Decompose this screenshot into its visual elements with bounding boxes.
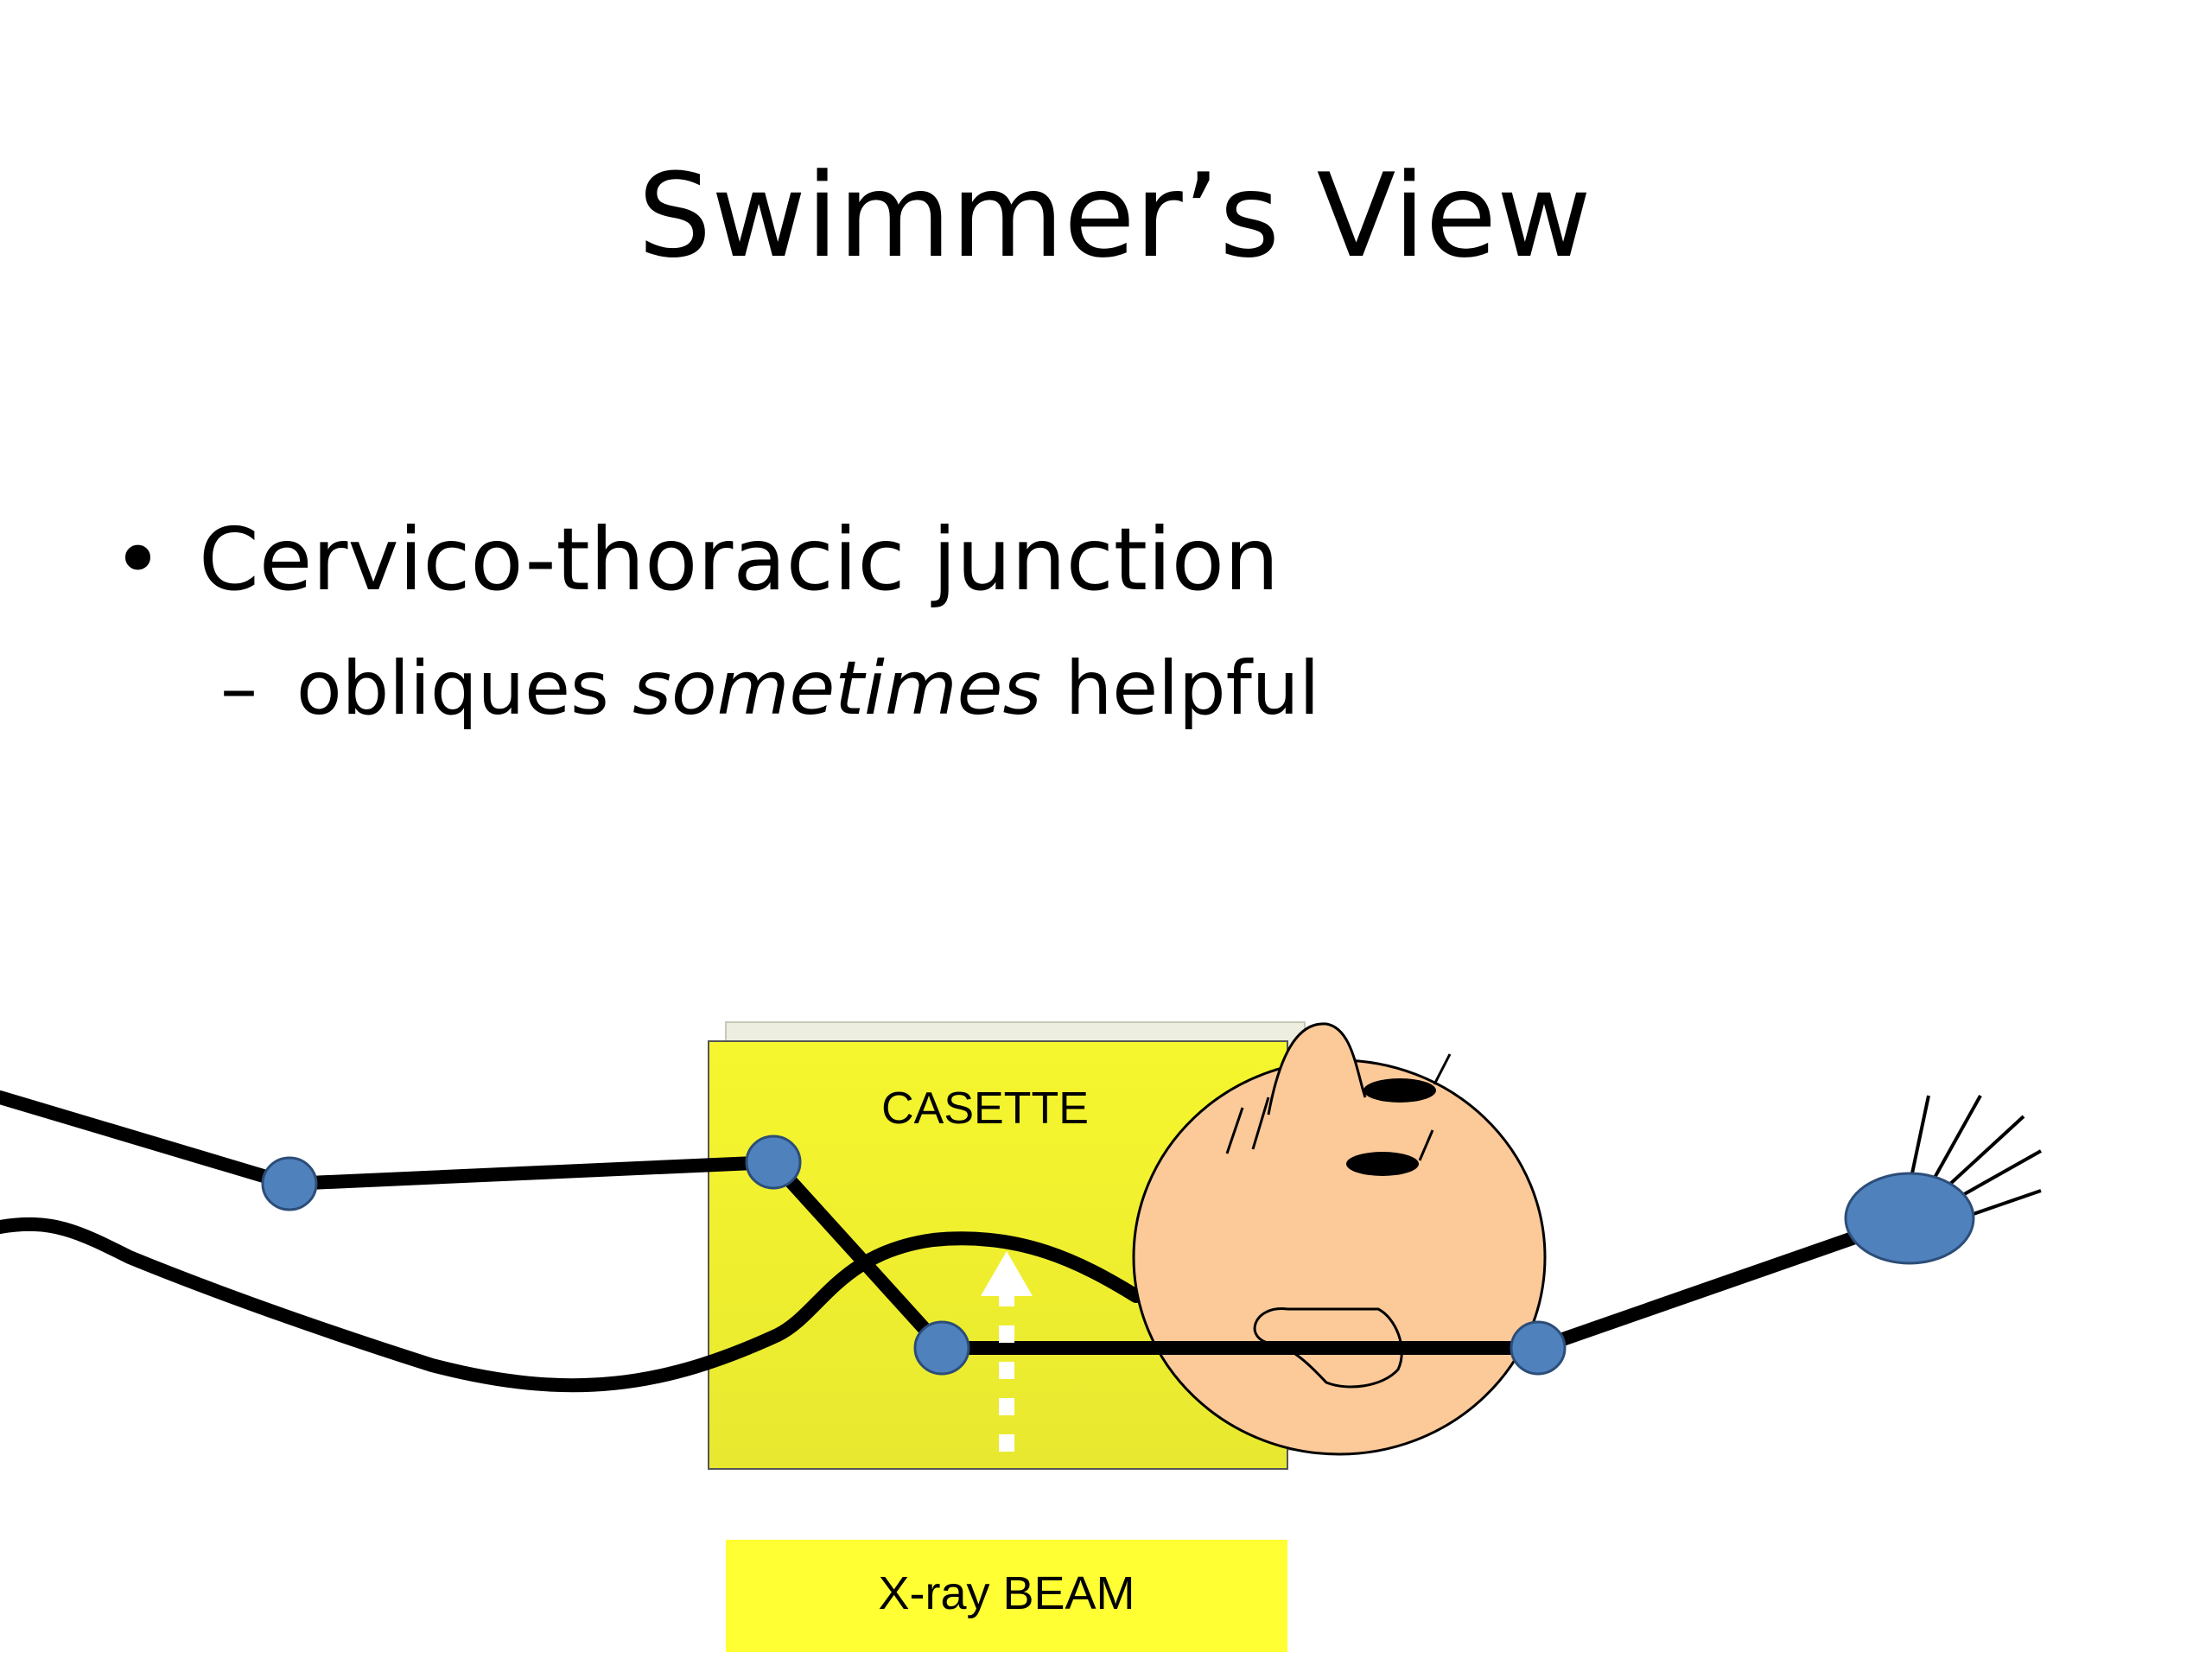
sub-bullet-text-after: helpful	[1041, 645, 1320, 732]
elbow-joint	[1510, 1320, 1567, 1376]
hip-joint	[745, 1135, 802, 1190]
eyelash	[1418, 1129, 1434, 1161]
cheek-line	[1225, 1107, 1244, 1154]
bullet-item-1: • Cervico-thoracic junction	[112, 508, 1279, 612]
eye-bottom	[1346, 1152, 1419, 1176]
shoulder-joint	[913, 1320, 970, 1376]
hand	[1844, 1172, 1975, 1265]
xray-beam-box	[726, 1540, 1287, 1652]
leg	[0, 1090, 949, 1355]
finger	[1908, 1095, 1930, 1186]
knee-joint	[261, 1156, 318, 1211]
slide-title: Swimmer’s View	[638, 149, 1592, 283]
sub-bullet-text-before: obliques	[296, 645, 633, 732]
finger	[1947, 1115, 2025, 1187]
xray-beam-label: X-ray BEAM	[878, 1567, 1135, 1619]
beam-arrow-head	[981, 1251, 1033, 1296]
eyelash	[1433, 1053, 1452, 1085]
sub-bullet-item-1: –obliques sometimes helpful	[220, 641, 1319, 736]
bullet-marker: •	[112, 509, 163, 610]
eye-top	[1363, 1078, 1436, 1103]
back-line	[0, 1217, 1143, 1393]
head	[1132, 1058, 1547, 1456]
sub-bullet-marker: –	[220, 645, 257, 732]
finger	[1965, 1189, 2042, 1218]
finger	[1959, 1149, 2042, 1198]
nose	[1267, 1022, 1367, 1116]
cheek-line	[1251, 1096, 1270, 1150]
casette-label: CASETTE	[881, 1084, 1089, 1134]
finger	[1929, 1095, 1982, 1185]
bullet-text: Cervico-thoracic junction	[199, 509, 1280, 610]
sub-bullet-emphasis: sometimes	[632, 645, 1042, 732]
